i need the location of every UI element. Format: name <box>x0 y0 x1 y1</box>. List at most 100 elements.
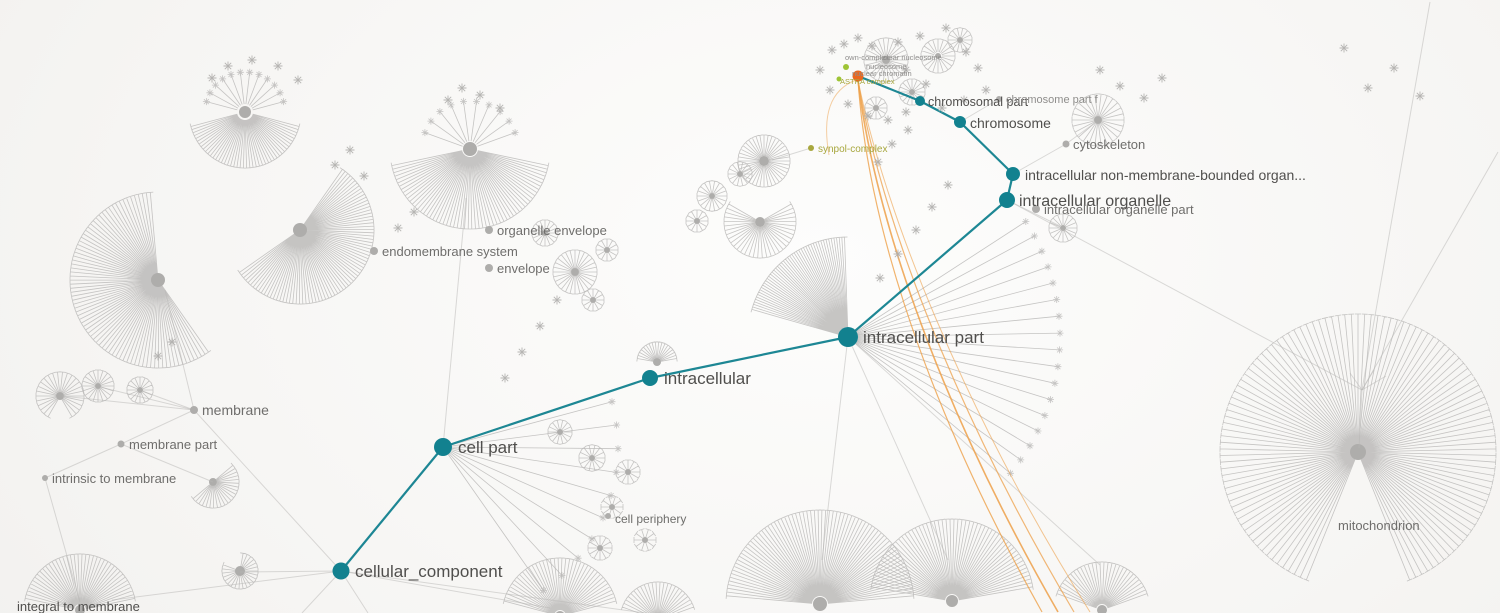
collapsed-subtree-fan[interactable] <box>595 238 619 262</box>
leaf-asterisk-node[interactable] <box>827 45 837 55</box>
collapsed-subtree-fan[interactable] <box>552 249 598 295</box>
collapsed-subtree-fan[interactable] <box>696 180 728 212</box>
fan-hub-node[interactable] <box>653 358 661 366</box>
collapsed-subtree-fan[interactable] <box>69 191 212 369</box>
graph-node-organelle-envelope[interactable] <box>485 226 493 234</box>
collapsed-subtree-fan[interactable] <box>620 581 696 613</box>
leaf-asterisk-node[interactable] <box>853 33 863 43</box>
leaf-asterisk-node[interactable] <box>911 225 921 235</box>
fan-hub-node[interactable] <box>759 156 769 166</box>
leaf-asterisk-node[interactable] <box>839 39 849 49</box>
collapsed-subtree-fan[interactable] <box>855 218 1064 477</box>
leaf-asterisk-node[interactable] <box>903 125 913 135</box>
fan-hub-node[interactable] <box>625 469 631 475</box>
fan-hub-node[interactable] <box>75 605 85 613</box>
fan-hub-node[interactable] <box>709 193 715 199</box>
fan-hub-node[interactable] <box>946 595 958 607</box>
fan-hub-node[interactable] <box>935 53 941 59</box>
collapsed-subtree-fan[interactable] <box>421 97 519 147</box>
leaf-asterisk-node[interactable] <box>273 61 283 71</box>
fan-hub-node[interactable] <box>755 217 765 227</box>
leaf-asterisk-node[interactable] <box>345 145 355 155</box>
leaf-asterisk-node[interactable] <box>247 55 257 65</box>
node-label-intracellular-organelle[interactable]: intracellular organelle <box>1019 193 1171 210</box>
leaf-asterisk-node[interactable] <box>1389 63 1399 73</box>
graph-node-endomembrane-system[interactable] <box>370 247 378 255</box>
collapsed-subtree-fan[interactable] <box>725 509 915 611</box>
leaf-asterisk-node[interactable] <box>893 249 903 259</box>
leaf-asterisk-node[interactable] <box>475 90 485 100</box>
graph-node-chromosome-part-f[interactable] <box>996 96 1002 102</box>
collapsed-subtree-fan[interactable] <box>202 68 288 111</box>
leaf-asterisk-node[interactable] <box>921 79 931 89</box>
node-label-membrane[interactable]: membrane <box>202 402 269 418</box>
fan-hub-node[interactable] <box>909 89 915 95</box>
graph-node-intracellular-part[interactable] <box>838 327 858 347</box>
leaf-asterisk-node[interactable] <box>937 103 947 113</box>
graph-nodes[interactable] <box>42 64 1070 580</box>
leaf-asterisk-node[interactable] <box>223 61 233 71</box>
leaf-asterisk-node[interactable] <box>825 85 835 95</box>
leaf-asterisk-node[interactable] <box>1339 43 1349 53</box>
graph-node-cellular-component[interactable] <box>332 562 350 580</box>
leaf-asterisk-node[interactable] <box>887 139 897 149</box>
node-label-chromosome[interactable]: chromosome <box>970 115 1051 131</box>
fan-hub-node[interactable] <box>813 597 827 611</box>
leaf-asterisk-node[interactable] <box>981 85 991 95</box>
graph-node-intrinsic-to-membrane[interactable] <box>42 475 48 481</box>
leaf-asterisk-node[interactable] <box>535 321 545 331</box>
node-label-intracellular-organelle-part[interactable]: intracellular organelle part <box>1044 202 1194 217</box>
leaf-asterisk-node[interactable] <box>867 41 877 51</box>
collapsed-subtree-fan[interactable] <box>737 134 791 188</box>
leaf-asterisk-node[interactable] <box>915 31 925 41</box>
node-label-cell-periphery[interactable]: cell periphery <box>615 512 686 526</box>
fan-hub-node[interactable] <box>95 383 101 389</box>
node-label-cytoskeleton[interactable]: cytoskeleton <box>1073 137 1145 152</box>
collapsed-subtree-fan[interactable] <box>581 288 605 312</box>
leaf-asterisk-node[interactable] <box>927 202 937 212</box>
collapsed-subtree-fan[interactable] <box>920 38 956 74</box>
leaf-asterisk-node[interactable] <box>961 47 971 57</box>
fan-hub-node[interactable] <box>873 105 879 111</box>
leaf-asterisk-node[interactable] <box>941 23 951 33</box>
node-label-synpol-complex[interactable]: synpol-complex <box>818 144 887 155</box>
fan-hub-node[interactable] <box>604 247 610 253</box>
graph-node-intracellular[interactable] <box>642 370 658 386</box>
graph-node-intracellular-organelle[interactable] <box>999 192 1015 208</box>
leaf-asterisk-node[interactable] <box>901 107 911 117</box>
collapsed-subtree-fan[interactable] <box>24 553 136 613</box>
leaf-asterisk-node[interactable] <box>330 160 340 170</box>
collapsed-subtree-fan[interactable] <box>190 462 240 509</box>
leaf-asterisk-node[interactable] <box>815 65 825 75</box>
fan-hub-node[interactable] <box>235 566 245 576</box>
graph-node-membrane[interactable] <box>190 406 198 414</box>
node-label-intracellular-part[interactable]: intracellular part <box>863 328 984 347</box>
fan-hub-node[interactable] <box>737 171 743 177</box>
collapsed-subtree-fan[interactable] <box>864 96 888 120</box>
graph-node-cytoskeleton[interactable] <box>1062 140 1070 148</box>
leaf-asterisk-node[interactable] <box>863 111 873 121</box>
collapsed-subtree-fan[interactable] <box>1048 213 1078 243</box>
collapsed-subtree-fan[interactable] <box>587 535 613 561</box>
node-label-cell-part[interactable]: cell part <box>458 438 518 457</box>
leaf-asterisk-node[interactable] <box>495 103 505 113</box>
leaf-asterisk-node[interactable] <box>883 115 893 125</box>
leaf-asterisk-node[interactable] <box>457 83 467 93</box>
leaf-asterisk-node[interactable] <box>207 73 217 83</box>
node-label-endomembrane-system[interactable]: endomembrane system <box>382 244 518 259</box>
fan-hub-node[interactable] <box>590 297 596 303</box>
leaf-asterisk-node[interactable] <box>293 75 303 85</box>
collapsed-subtree-fan[interactable] <box>390 142 550 230</box>
collapsed-subtree-fan[interactable] <box>633 528 657 552</box>
collapsed-subtree-fan[interactable] <box>81 369 115 403</box>
leaf-asterisk-node[interactable] <box>500 373 510 383</box>
collapsed-subtree-fan[interactable] <box>1055 561 1149 613</box>
collapsed-subtree-fan[interactable] <box>502 557 618 613</box>
leaf-asterisk-node[interactable] <box>1115 81 1125 91</box>
leaf-asterisk-node[interactable] <box>973 63 983 73</box>
collapsed-subtree-fan[interactable] <box>750 236 849 335</box>
leaf-asterisk-node[interactable] <box>552 295 562 305</box>
leaf-asterisk-node[interactable] <box>393 223 403 233</box>
